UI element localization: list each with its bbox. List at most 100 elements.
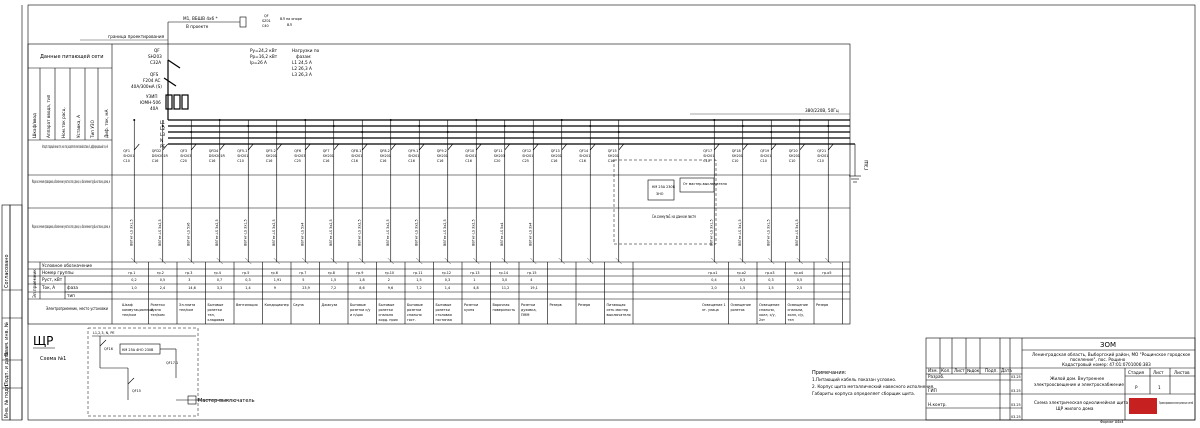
light-group-load-3-0: Освещение [788,303,808,307]
stamp-h-kol: Кол. [941,368,951,373]
group-load-0-2: тел/ком [122,313,136,317]
group-load-17-2: выключателя [607,313,631,317]
supply-pole-id: ВЛ [287,23,292,27]
light-group-load-2-3: 2эт [759,318,765,322]
group-symbol-5 [273,257,280,265]
notes: Примечания: 1.Питающий кабель показан ус… [812,370,935,396]
small-qf-c: QF15 [132,389,141,393]
group-bus-node-6 [304,119,307,121]
calc-load-sub: фазам: [296,54,312,59]
group-drat-16: С16 [579,159,586,163]
group-breaker-6 [305,143,311,151]
stamp-date-3: 03.25 [1011,403,1021,407]
small-qf-a: QF16 [104,347,113,351]
tbl-group-no: Номер группы [42,270,74,275]
uzip-type: ЮМН-506 [140,100,161,105]
group-i-13: 11,2 [502,286,510,290]
qfs-type: F204 AC [143,78,161,83]
group-dev-16: QF14 [579,149,588,153]
group-dev-11: QF9.2 [437,149,447,153]
tbl-supply-data: Данные питающей сети [40,53,103,60]
light-group-breaker-3 [799,143,805,151]
svg-text:Шкаф/ввод: Шкаф/ввод [32,113,37,138]
group-num-5: гр.6 [271,271,278,275]
light-group-load-2-0: Освещение [759,303,779,307]
group-load-1-1: кухня [151,308,161,312]
group-cable-7: ВВГнг-LS 3х2,5 [329,219,333,246]
qfs: QFS [150,72,159,77]
group-cable-4: ВВГнг-LS 3х1,5 [243,219,247,246]
group-num-9: гр.10 [385,271,394,275]
group-cable-1: ВВГнг-LS 3х2,5 [158,219,162,246]
group-i-11: 1,4 [445,286,450,290]
group-symbol-2 [188,257,195,265]
group-i-0: 1,0 [131,286,136,290]
group-load-1-0: Розетки [151,303,165,307]
group-i-6: 23,9 [302,286,310,290]
group-drat-2: С20 [180,159,187,163]
group-load-1-2: тел/ком [151,313,165,317]
stamp-date-1: 03.25 [1011,375,1021,379]
group-p-13: 3,0 [502,278,507,282]
group-load-3-0: Бытовые [208,303,224,307]
group-drat-12: С16 [465,159,472,163]
light-group-p-1: 0,3 [740,278,745,282]
note-2: 2. Корпус щита металлический навесного и… [812,384,935,389]
group-bus-node-5 [275,131,278,133]
group-bus-node-17 [617,131,620,133]
tbl-current: Ток, А [41,285,55,290]
group-load-14-2: ПММ [521,313,529,317]
group-dev-13: QF11 [494,149,503,153]
light-group-symbol-1 [739,257,746,265]
group-drat-3: С16 [209,159,216,163]
stamp-cadastre: Кадастровый номер: 47:01:0701006:383 [1062,362,1151,367]
group-p-0: 0,2 [131,278,136,282]
group-bus-node-7 [332,125,335,127]
light-group-dev-0: QF17 [703,149,712,153]
calc-l2: L2 26,3 А [292,66,312,71]
qf-main-rating: С32А [150,60,161,65]
group-i-14: 19,1 [530,286,538,290]
light-group-dtype-0: SH201 [703,154,714,158]
group-breaker-7 [333,143,339,151]
group-dtype-5: SH201 [266,154,277,158]
group-load-17-0: Питающая [607,303,626,307]
group-drat-6: С25 [294,159,301,163]
svg-text:Уставка, А: Уставка, А [76,115,81,138]
light-group-bus-node-3 [798,119,801,121]
group-dtype-13: SH203 [494,154,505,158]
group-symbol-1 [159,257,166,265]
tbl-current-phase: фаза [67,285,78,290]
master-km: КМ 25А 230В [652,185,676,189]
group-dtype-1: DSH201R [152,154,169,158]
group-dev-8: QF8.1 [351,149,361,153]
stamp-sheet-title-1: Схема электрическая однолинейная щита [1034,400,1129,405]
group-num-12: гр.13 [470,271,479,275]
group-i-10: 7,2 [416,286,421,290]
group-symbol-13 [501,257,508,265]
group-dev-0: QF1 [123,149,130,153]
group-breaker-0 [134,143,140,151]
group-symbol-10 [416,257,423,265]
light-group-p-2: 0,3 [768,278,773,282]
light-group-dtype-1: SH201 [732,154,743,158]
group-p-14: 4 [530,278,532,282]
tbl-symbol: Условное обозначение [42,263,93,268]
tbl-receiver: Электроприемник, место установки [46,306,108,311]
supply-meter: QF [264,14,269,18]
uzip-rating: 40А [150,106,158,111]
group-p-9: 2 [388,278,390,282]
light-group-load-3-1: спальни, [788,308,804,312]
group-symbol-15 [558,257,565,265]
group-num-1: гр.2 [157,271,164,275]
group-symbol-16 [587,257,594,265]
small-master-label: Мастер-выключатель [198,398,255,404]
group-breaker-4 [248,143,254,151]
group-load-10-2: спальня [407,313,422,317]
small-qf-b: QF17.1 [166,361,178,365]
group-bus-node-9 [389,119,392,121]
group-load-15-0: Резерв [550,303,562,307]
light-group-bus-node-2 [770,131,773,133]
group-i-4: 1,4 [245,286,250,290]
group-num-6: гр.7 [299,271,306,275]
